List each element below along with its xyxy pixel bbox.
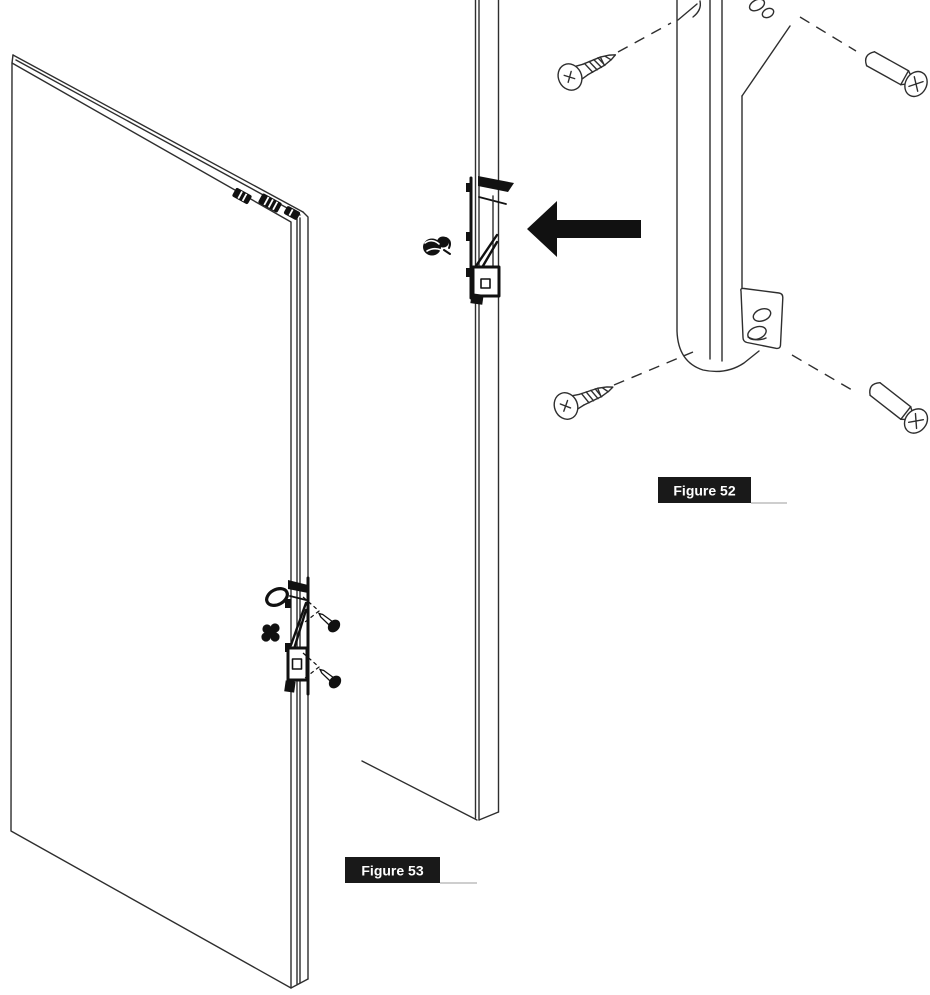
figure-52-label: Figure 52 bbox=[658, 477, 787, 504]
direction-arrow-icon bbox=[527, 201, 641, 257]
edge-latch-bracket bbox=[466, 176, 514, 305]
spring-clip-icon bbox=[423, 236, 451, 256]
figure-53-label-text: Figure 53 bbox=[361, 863, 423, 879]
o-ring-icon bbox=[265, 587, 289, 607]
screw-top-left bbox=[553, 42, 623, 95]
clover-fastener-icon bbox=[261, 623, 280, 642]
door-panel bbox=[10, 54, 309, 989]
edge-strike-plate bbox=[676, 0, 791, 373]
figure-53-label: Figure 53 bbox=[345, 857, 477, 884]
top-edge-hardware-icon bbox=[232, 188, 301, 220]
dashed-leader-lines bbox=[613, 16, 857, 391]
door-edge-panel bbox=[361, 0, 500, 821]
screw-bottom-left bbox=[549, 373, 619, 424]
latch-pin-screw-upper bbox=[302, 596, 344, 636]
screw-bottom-right bbox=[862, 375, 930, 439]
screw-top-right bbox=[859, 44, 930, 102]
figure-52-label-text: Figure 52 bbox=[673, 483, 735, 499]
latch-pin-screw-lower bbox=[302, 652, 345, 692]
door-latch-bracket bbox=[284, 576, 310, 696]
